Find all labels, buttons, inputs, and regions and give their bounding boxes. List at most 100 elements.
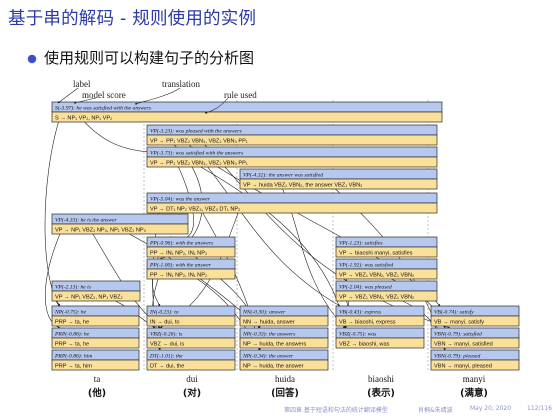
rule-box-head-text: PP(-0.96): with the answers xyxy=(149,240,213,247)
rule-box-rule-text: VP → NP₁ VBZ₂, NP₁ VBZ₂ xyxy=(55,295,123,301)
rule-box: S(-3.97): he was satisfied with the answ… xyxy=(51,101,443,123)
source-word: biaoshi (表示) xyxy=(367,374,395,399)
rule-box-rule xyxy=(146,315,236,327)
rule-box-head-text: NP(-0.33): the answers xyxy=(242,331,295,338)
annotation-pointers xyxy=(57,87,229,114)
rule-box-rule-text: NN → huida, answer xyxy=(243,320,295,326)
rule-box-rule-text: VB → biaoshi, express xyxy=(339,320,396,326)
source-word-hanzi: (表示) xyxy=(367,387,395,399)
rule-box-rule-text: VP → DT₁ NP₂ VBZ₃, VBZ₃ DT₁ NP₂ xyxy=(150,207,240,213)
rule-box-rule xyxy=(51,223,189,235)
rule-box-head-text: VBZ(-0.26): is xyxy=(150,331,182,338)
rule-box: DT(-1.01): the DT → dui, the xyxy=(146,349,236,371)
rule-box-rule xyxy=(51,315,140,327)
rule-box-head-text: VB(-0.74): satisfy xyxy=(434,309,474,316)
annotation-translation: translation xyxy=(162,79,200,89)
rule-box-rule xyxy=(239,359,329,371)
rule-box-rule-text: VP → NP₁ VBZ₂ NP₃, NP₁ VBZ₂ NP₃ xyxy=(55,228,146,234)
rule-box-rule xyxy=(239,337,329,349)
footer-date: May 20, 2020 xyxy=(470,405,512,412)
rule-boxes: S(-3.97): he was satisfied with the answ… xyxy=(51,101,520,371)
rule-box-rule-text: PP → IN₁ NP₂, IN₁ NP₂ xyxy=(150,273,207,279)
rule-box-rule-text: VP → VBZ₁ VBN₂, VBZ₁ VBN₂ xyxy=(339,273,414,279)
rule-box: VP(-5.04): was the answer VP → DT₁ NP₂ VB… xyxy=(146,192,438,214)
rule-box-rule xyxy=(146,246,236,258)
rule-box-head-text: VBZ(-0.75): was xyxy=(339,331,376,338)
rule-box-head-text: S(-3.97): he was satisfied with the answ… xyxy=(55,105,151,112)
rule-box-rule-text: PRP → ta, he xyxy=(55,320,89,326)
rule-box-rule xyxy=(430,337,520,349)
rule-box-rule-text: VBN → manyi, pleased xyxy=(434,364,492,370)
source-word-hanzi: (回答) xyxy=(271,387,299,399)
rule-box-rule xyxy=(146,202,438,214)
footer: 第四章 基于短语和句法的统计翻译模型 肖桐&朱靖波 May 20, 2020 1… xyxy=(0,402,553,417)
annotation-pointer xyxy=(204,97,229,114)
rule-box-rule xyxy=(146,268,236,280)
rule-box-rule xyxy=(335,290,438,302)
rule-box-head-text: VP(-4.32): the answer was satisfied xyxy=(243,172,323,179)
rule-box-rule-text: VBZ → dui, is xyxy=(150,342,184,348)
rule-box-rule xyxy=(146,359,236,371)
rule-box-rule xyxy=(146,337,236,349)
source-word-pinyin: biaoshi xyxy=(368,374,394,384)
rule-box-rule-text: IN → dui, to xyxy=(150,320,180,326)
rule-box-rule xyxy=(51,111,443,123)
rule-box-rule xyxy=(335,315,425,327)
rule-box-head-text: PP(-1.00): with the answer xyxy=(149,262,212,269)
rule-box-head-text: DT(-1.01): the xyxy=(149,353,183,360)
footer-course-label: 第四章 基于短语和句法的统计翻译模型 xyxy=(284,407,388,414)
annotation-pointer xyxy=(57,87,79,104)
source-word-hanzi: (对) xyxy=(183,387,201,399)
rule-box-head-text: VBN(-0.79): satisfied xyxy=(434,331,482,338)
rule-box-rule-text: NP → huida, the answer xyxy=(243,364,304,370)
rule-box-head-text: IN(-0.23): to xyxy=(149,309,179,316)
rule-box-rule-text: VP → PP₁ VBZ₂ VBN₃, VBZ₂ VBN₃ PP₁ xyxy=(150,161,248,167)
rule-box-rule xyxy=(146,134,438,146)
source-words: ta(他)dui(对)huida(回答)biaoshi(表示)manyi(满意) xyxy=(88,374,488,399)
annotation-rule-used: rule used xyxy=(224,90,257,100)
rule-box-rule xyxy=(51,337,140,349)
rule-box-rule-text: PRP → ta, him xyxy=(55,364,92,370)
footer-author: 肖桐&朱靖波 xyxy=(418,407,453,414)
rule-box-head-text: VP(-2.13): he is xyxy=(55,284,91,291)
rule-box: PP(-1.00): with the answer PP → IN₁ NP₂, … xyxy=(146,258,236,280)
rule-box: VB(-0.74): satisfy VB → manyi, satisfy xyxy=(430,305,520,327)
rule-box-rule-text: S → NP₁ VP₂, NP₁ VP₂ xyxy=(55,116,112,122)
rule-box-rule xyxy=(430,315,520,327)
rule-box-head-text: PRP(-0.86): he xyxy=(54,331,90,338)
rule-box: VP(-2.13): he is VP → NP₁ VBZ₂, NP₁ VBZ₂ xyxy=(51,280,141,302)
source-word: ta(他) xyxy=(88,374,106,399)
annotation-label: label xyxy=(73,79,91,89)
rule-box-head-text: VP(-5.04): was the answer xyxy=(150,196,211,203)
source-word-pinyin: manyi xyxy=(463,374,486,384)
rule-box-head-text: VP(-3.23): was pleased with the answers xyxy=(150,128,242,135)
source-word: dui (对) xyxy=(183,374,201,399)
rule-box-head-text: VP(-2.04): was pleased xyxy=(339,284,392,291)
source-word-hanzi: (他) xyxy=(88,387,106,399)
rule-box-rule xyxy=(335,337,425,349)
rule-box-rule xyxy=(239,315,329,327)
rule-box-rule xyxy=(335,246,438,258)
rule-box-rule xyxy=(430,359,520,371)
rule-box-rule-text: DT → dui, the xyxy=(150,364,184,370)
rule-box-rule-text: VB → manyi, satisfy xyxy=(434,320,484,326)
rule-box-head-text: VP(-1.23): satisfies xyxy=(339,240,383,247)
source-word-pinyin: dui xyxy=(186,374,198,384)
connector-arrow xyxy=(79,116,151,154)
connector-arrow xyxy=(152,251,161,307)
rule-box: VBZ(-0.26): is VBZ → dui, is xyxy=(146,327,236,349)
rule-box-rule-text: VP → PP₁ VBZ₂ VBN₃, VBZ₂ VBN₃ PP₁ xyxy=(150,139,248,145)
